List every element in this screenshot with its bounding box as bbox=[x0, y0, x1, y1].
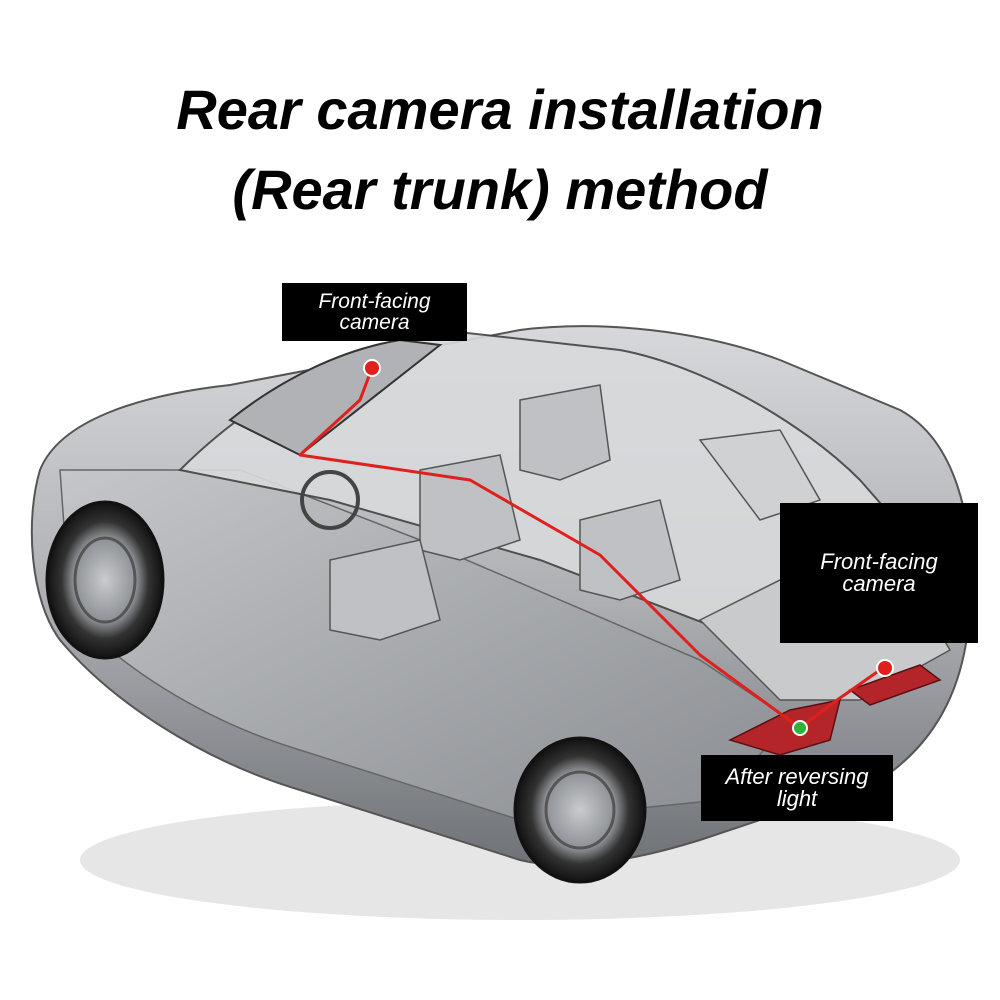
rear-camera-dot bbox=[876, 659, 894, 677]
callout-line: After reversing bbox=[725, 764, 869, 789]
front-wheel bbox=[45, 500, 165, 660]
car-interior bbox=[300, 384, 822, 641]
camera-wire bbox=[298, 367, 881, 730]
callout-line: light bbox=[776, 786, 818, 811]
callout-line: Front-facing bbox=[318, 290, 431, 313]
callout-line: camera bbox=[842, 571, 916, 596]
front-camera-dot bbox=[363, 359, 381, 377]
callout-line: Front-facing bbox=[820, 549, 938, 574]
callout-line: camera bbox=[339, 311, 410, 334]
callout-reversing-light: After reversing light bbox=[701, 755, 893, 821]
callout-front-camera-top: Front-facing camera bbox=[282, 283, 467, 341]
reversing-light-dot bbox=[792, 720, 808, 736]
rear-wheel bbox=[513, 736, 647, 884]
callout-front-camera-right: Front-facing camera bbox=[780, 503, 978, 643]
title-line-2: (Rear trunk) method bbox=[232, 158, 768, 221]
title-line-1: Rear camera installation bbox=[176, 78, 824, 141]
